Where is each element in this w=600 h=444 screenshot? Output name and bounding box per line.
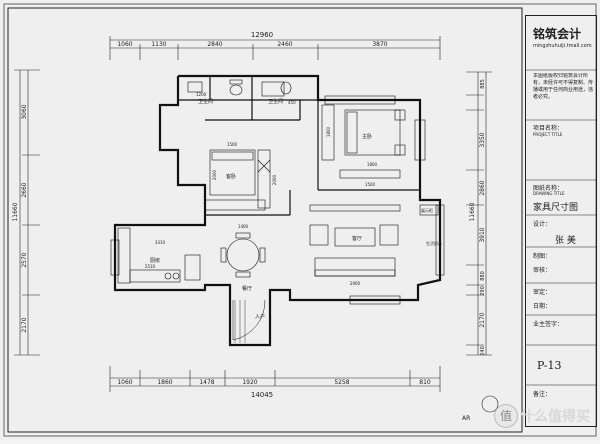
project-en: PROJECT TITLE xyxy=(533,132,563,137)
right-dim-1: 885 xyxy=(480,79,486,89)
drawing-en: DRAWING TITLE xyxy=(533,191,565,196)
stair-hatch xyxy=(234,300,246,343)
label-bathroom: 卫生间 xyxy=(198,98,213,105)
project-label: 项目名称： xyxy=(533,125,564,132)
left-dim-4: 2170 xyxy=(21,317,28,332)
watermark-badge-icon: 值 xyxy=(494,404,518,428)
left-dimension-lines xyxy=(14,69,40,356)
right-dim-4: 3910 xyxy=(479,227,486,242)
label-dining: 餐厅 xyxy=(242,285,252,292)
entrance-door-swing xyxy=(232,299,266,341)
bottom-dim-4: 1920 xyxy=(242,379,257,386)
top-dim-3: 2840 xyxy=(207,41,222,48)
dim-kitchen-cab: 2510 xyxy=(145,264,156,269)
drawing-frame xyxy=(7,7,523,433)
bottom-dim-5: 5258 xyxy=(334,379,349,386)
left-total-dim: 11660 xyxy=(12,202,19,221)
windows xyxy=(110,95,445,305)
remark-label: 备注： xyxy=(533,391,552,398)
title-block-frame xyxy=(525,15,597,427)
label-entrance: 入户 xyxy=(255,313,265,320)
copyright-notice: 本图纸版权归铭筑会计所有，未经许可不得复制、传播或用于任何商业用途，违者必究。 xyxy=(533,73,593,100)
label-second-bedroom: 客卧 xyxy=(226,173,236,180)
top-dim-2: 1130 xyxy=(151,41,166,48)
watermark: 值 什么值得买 xyxy=(492,398,600,438)
label-toilet: 卫生间 xyxy=(268,98,283,105)
top-dim-4: 2460 xyxy=(277,41,292,48)
dim-bedroom-tv: 1500 xyxy=(365,182,376,187)
date-label: 日期： xyxy=(533,303,552,310)
top-dim-1: 1060 xyxy=(117,41,132,48)
check-label: 审核： xyxy=(533,267,552,274)
approve-label: 审定： xyxy=(533,289,552,296)
watermark-text: 什么值得买 xyxy=(520,409,590,425)
sheet-border xyxy=(3,3,597,437)
draw-label: 制图： xyxy=(533,253,552,260)
right-dim-7: 2170 xyxy=(479,312,486,327)
floor-label: AR xyxy=(462,415,470,422)
top-dimension-lines xyxy=(109,36,441,60)
dim-bed2-width: 1800 xyxy=(367,162,378,167)
dim-dining-table: 1400 xyxy=(238,224,249,229)
design-label: 设计： xyxy=(533,221,552,228)
walls xyxy=(113,74,442,347)
living-furniture xyxy=(309,204,401,277)
right-dim-5: 880 xyxy=(480,271,486,281)
design-signature: 张 美 xyxy=(555,236,576,246)
brand-logo: 铭筑会计 xyxy=(533,27,582,41)
title-block: 铭筑会计 mingzhuhuiji.tmall.com 本图纸版权归铭筑会计所有… xyxy=(525,15,597,427)
dim-bathroom-2: 450 xyxy=(288,100,296,105)
brand-url: mingzhuhuiji.tmall.com xyxy=(533,43,592,49)
label-display: 展示柜 xyxy=(421,207,433,213)
top-dim-5: 3870 xyxy=(372,41,387,48)
dim-bed1-depth: 2000 xyxy=(212,169,217,180)
dim-bed1-width: 1500 xyxy=(227,142,238,147)
dim-wardrobe1: 2000 xyxy=(272,174,277,185)
right-dim-2: 3350 xyxy=(479,132,486,147)
display-cabinet xyxy=(419,204,439,216)
dim-bathroom-1: 1200 xyxy=(196,92,207,97)
label-master-bedroom: 主卧 xyxy=(362,133,372,140)
bottom-dim-6: 810 xyxy=(419,379,431,386)
bottom-total-dim: 14045 xyxy=(251,391,273,399)
dim-sofa: 2900 xyxy=(350,281,361,286)
right-dim-6: 290 xyxy=(480,286,486,296)
master-bedroom-furniture xyxy=(321,104,406,179)
kitchen-furniture xyxy=(117,227,201,284)
left-dim-2: 2660 xyxy=(21,182,28,197)
drawing-name: 家具尺寸图 xyxy=(533,203,579,213)
sheet-number: P-13 xyxy=(537,359,562,372)
dim-kitchen-counter: 3310 xyxy=(155,240,166,245)
dining-furniture xyxy=(220,232,266,278)
drawing-label: 图纸名称： xyxy=(533,185,564,192)
bottom-dimension-lines xyxy=(109,366,441,392)
right-dim-8: 240 xyxy=(480,346,486,356)
left-dim-1: 3060 xyxy=(21,104,28,119)
top-total-dim: 12960 xyxy=(251,31,273,39)
right-dim-3: 2860 xyxy=(479,180,486,195)
bottom-dim-1: 1060 xyxy=(117,379,132,386)
label-living: 客厅 xyxy=(352,235,362,242)
label-balcony: 生活阳台 xyxy=(426,240,442,246)
left-dim-3: 2570 xyxy=(21,252,28,267)
bottom-dim-3: 1478 xyxy=(199,379,214,386)
label-kitchen: 厨房 xyxy=(150,257,160,264)
second-bedroom-furniture xyxy=(204,149,271,211)
bathroom-fixtures xyxy=(187,79,292,97)
owner-sign-label: 业主签字： xyxy=(533,321,564,328)
compass-icon xyxy=(481,395,499,413)
bottom-dim-2: 1860 xyxy=(157,379,172,386)
dim-wardrobe2: 1800 xyxy=(326,126,331,137)
right-total-dim: 11660 xyxy=(469,202,476,221)
right-dimension-lines xyxy=(466,71,492,356)
